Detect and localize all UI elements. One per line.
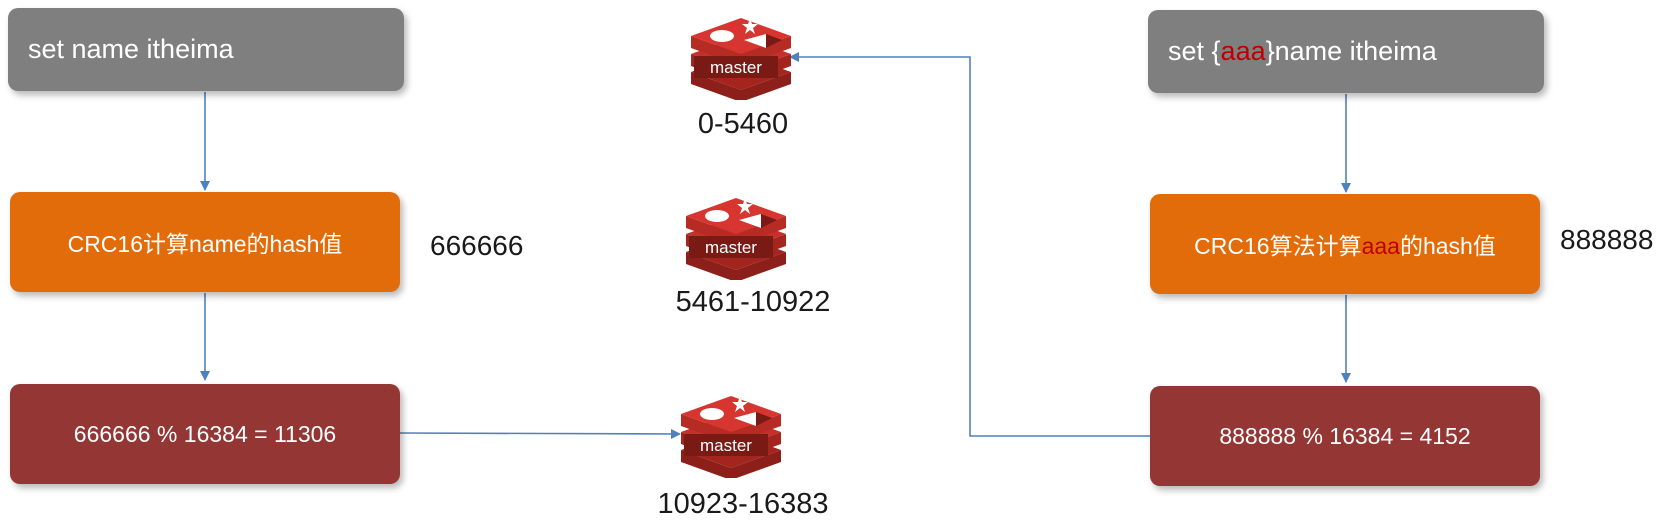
redis-layer-side (686, 252, 786, 282)
left-command-box: set name itheima (8, 8, 404, 91)
right-hash-prefix: CRC16算法计算 (1194, 233, 1362, 259)
redis-logo-icon: master (691, 18, 791, 102)
arrow-right-slot-to-master1 (789, 52, 1150, 437)
right-hash-suffix: 的hash值 (1399, 233, 1496, 259)
right-command-key: aaa (1220, 36, 1266, 66)
master-node-1: master (686, 10, 796, 102)
redis-logo-icon: master (686, 198, 786, 282)
master-range-1: 0-5460 (697, 108, 789, 140)
master-label: master (705, 238, 757, 257)
redis-triangle-mark (739, 214, 761, 228)
redis-layer-side (691, 72, 791, 102)
right-slot-box: 888888 % 16384 = 4152 (1150, 386, 1540, 486)
redis-triangle-mark (734, 412, 756, 426)
right-command-box: set {aaa}name itheima (1148, 10, 1544, 93)
left-hash-value: 666666 (430, 230, 524, 261)
right-hash-value: 888888 (1560, 224, 1654, 255)
master-label: master (700, 436, 752, 455)
redis-ellipse-mark (705, 210, 729, 222)
left-hash-text: CRC16计算name的hash值 (67, 231, 343, 257)
master-label: master (710, 58, 762, 77)
redis-star-mark (737, 198, 753, 214)
left-command-text: set name itheima (28, 34, 234, 64)
right-command-prefix: set { (1168, 36, 1221, 66)
redis-triangle-shadow (756, 412, 772, 426)
left-hash-box: CRC16计算name的hash值 (10, 192, 400, 292)
master-range-3: 10923-16383 (657, 488, 829, 520)
redis-star-mark (742, 18, 758, 34)
master-node-2: master (681, 190, 791, 282)
master-node-3: master (676, 388, 786, 480)
redis-triangle-mark (744, 34, 766, 48)
redis-ellipse-mark (710, 30, 734, 42)
right-command-text: set {aaa}name itheima (1168, 36, 1437, 67)
arrow-left-slot-to-master3 (399, 428, 681, 439)
redis-layer-side (681, 450, 781, 480)
master-label-band (689, 236, 773, 258)
redis-ellipse-mark (700, 408, 724, 420)
right-command-suffix: }name itheima (1265, 36, 1437, 66)
right-hash-text: CRC16算法计算aaa的hash值 (1194, 227, 1496, 261)
master-label-band (684, 434, 768, 456)
right-slot-text: 888888 % 16384 = 4152 (1219, 422, 1471, 449)
redis-logo-icon: master (681, 396, 781, 480)
right-hash-box: CRC16算法计算aaa的hash值 (1150, 194, 1540, 294)
master-range-2: 5461-10922 (675, 286, 831, 318)
left-slot-text: 666666 % 16384 = 11306 (73, 420, 337, 447)
master-label-band (694, 56, 778, 78)
left-slot-box: 666666 % 16384 = 11306 (10, 384, 400, 484)
redis-star-mark (732, 396, 748, 412)
right-hash-key: aaa (1361, 233, 1400, 259)
redis-triangle-shadow (766, 34, 782, 48)
redis-triangle-shadow (761, 214, 777, 228)
